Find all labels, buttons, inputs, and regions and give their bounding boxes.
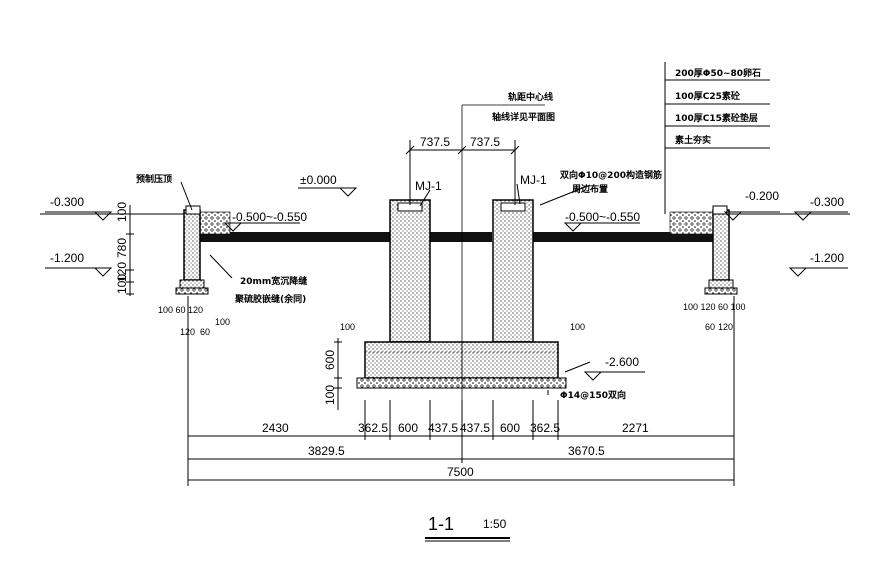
dim-left-foot: 100 60 120 — [158, 305, 203, 315]
dim-right-foot-b: 60 — [705, 322, 715, 332]
layer-table — [664, 62, 770, 214]
elev-left-bottom: -1.200 — [50, 251, 84, 265]
layer-4: 素土夯实 — [675, 134, 711, 146]
dim-pit-600: 600 — [323, 350, 337, 370]
dim-row1-3: 437.5 — [428, 421, 458, 435]
elev-zero-label: ±0.000 — [300, 173, 337, 187]
dim-total: 7500 — [447, 465, 474, 479]
rebar-around-label: 周边布置 — [572, 183, 608, 195]
dim-row1-0: 2430 — [262, 421, 289, 435]
dim-pit-100-right: 100 — [570, 322, 585, 332]
dim-row1-7: 2271 — [622, 421, 649, 435]
layer-2: 100厚C25素砼 — [675, 90, 741, 102]
dim-left-foot-d: 100 — [215, 317, 230, 327]
dim-row1-5: 600 — [500, 421, 520, 435]
dim-wall-120: 120 — [115, 262, 129, 282]
dim-left-foot-c: 60 — [200, 327, 210, 337]
axis-note-label: 轴线详见平面图 — [492, 111, 555, 123]
dim-wall-100: 100 — [115, 202, 129, 222]
dim-row1-4: 437.5 — [460, 421, 490, 435]
gravel-layer-mid — [430, 232, 492, 242]
dim-top-left: 737.5 — [420, 135, 450, 149]
dim-pit-100-left: 100 — [340, 322, 355, 332]
precast-coping-label: 预制压顶 — [136, 173, 172, 185]
elev-markers — [45, 187, 848, 381]
section-title: 1-1 — [428, 514, 454, 534]
dim-row1-1: 362.5 — [358, 421, 388, 435]
pit-right-wall — [492, 199, 534, 343]
bottom-dims — [187, 296, 735, 486]
top-dimension — [405, 140, 520, 205]
pit-left-wall — [389, 199, 431, 343]
layer-3: 100厚C15素砼垫层 — [675, 112, 758, 124]
elev-right-bottom: -1.200 — [810, 251, 844, 265]
elev-left-top: -0.300 — [50, 195, 84, 209]
joint-seal-label: 聚硫胶嵌缝(余同) — [234, 293, 306, 305]
track-center-label: 轨距中心线 — [508, 91, 553, 103]
gravel-layer-left — [200, 232, 390, 242]
slope-left-label: -0.500~-0.550 — [232, 210, 307, 224]
pit-base — [356, 341, 567, 389]
dim-right-foot-c: 120 — [718, 322, 733, 332]
dim-right-foot: 100 120 60 100 — [683, 302, 746, 312]
elev-pit-bottom: -2.600 — [605, 355, 639, 369]
section-scale: 1:50 — [483, 517, 507, 531]
right-wall — [704, 205, 738, 295]
dim-pit-100: 100 — [323, 385, 337, 405]
slope-right-label: -0.500~-0.550 — [565, 210, 640, 224]
leader-lines — [180, 181, 591, 395]
elev-right-outer: -0.300 — [810, 195, 844, 209]
dim-wall-780: 780 — [115, 238, 129, 258]
layer-1: 200厚Φ50~80卵石 — [675, 67, 761, 79]
mj-right-label: MJ-1 — [520, 173, 547, 187]
dim-row1: 2430 362.5 600 437.5 437.5 600 362.5 227… — [262, 421, 649, 435]
left-vertical-dim — [126, 205, 134, 296]
joint-label: 20mm宽沉降缝 — [240, 275, 307, 287]
dim-row1-6: 362.5 — [530, 421, 560, 435]
elev-right-inner: -0.200 — [745, 189, 779, 203]
rebar-note-label: 双向Φ10@200构造钢筋 — [560, 169, 662, 181]
bottom-rebar-label: Φ14@150双向 — [560, 389, 626, 401]
pit-vertical-dim — [334, 338, 342, 410]
dim-left-foot-b: 120 — [180, 327, 195, 337]
gravel-fill-right — [669, 211, 716, 235]
dim-row2-right: 3670.5 — [568, 444, 605, 458]
mj-left-label: MJ-1 — [415, 179, 442, 193]
gravel-layer-right — [533, 232, 715, 242]
dim-row1-2: 600 — [398, 421, 418, 435]
dim-row2-left: 3829.5 — [308, 444, 345, 458]
dim-top-right: 737.5 — [470, 135, 500, 149]
dim-wall-100b: 100 — [115, 274, 129, 294]
